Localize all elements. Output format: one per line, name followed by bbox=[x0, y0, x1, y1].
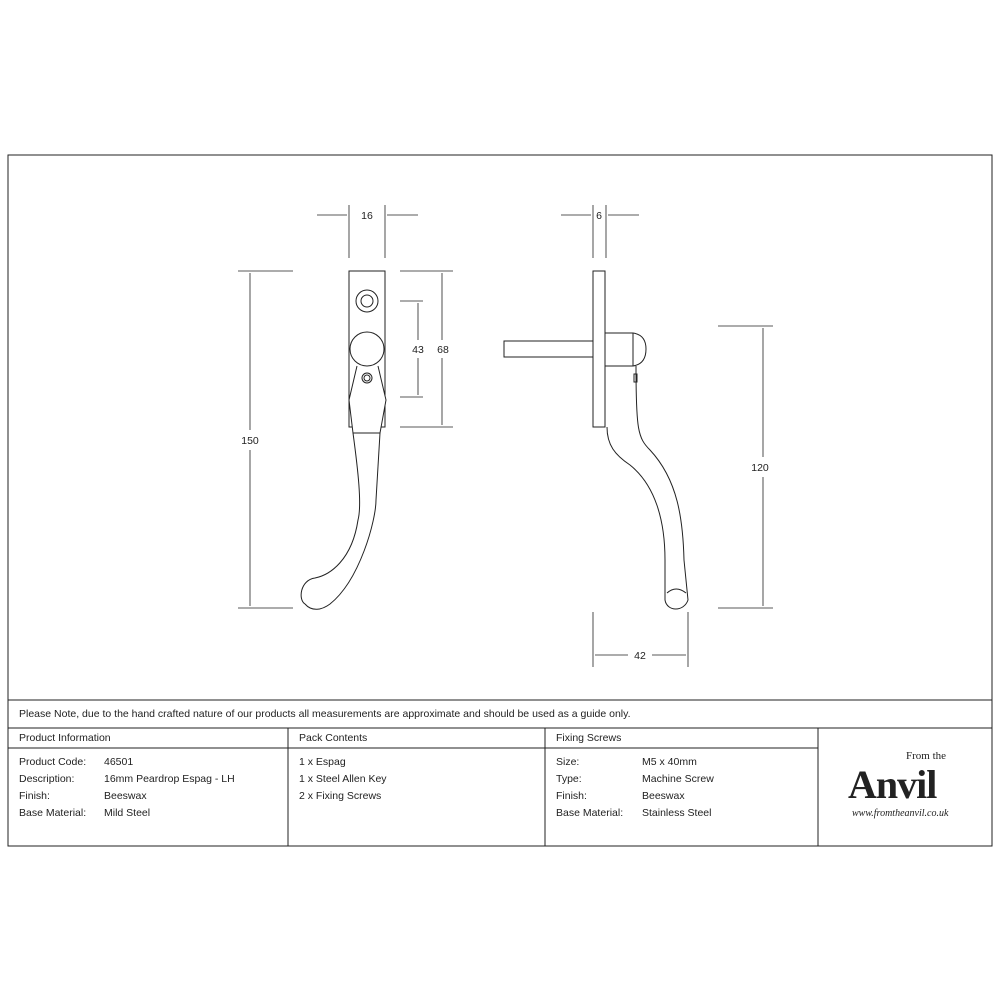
label: Description: bbox=[19, 773, 75, 785]
dimension-labels: 16 150 43 68 6 120 42 bbox=[241, 210, 769, 662]
product-info-header: Product Information bbox=[19, 732, 111, 744]
value: Mild Steel bbox=[104, 807, 151, 819]
dim-150: 150 bbox=[241, 435, 259, 447]
dim-16: 16 bbox=[361, 210, 373, 222]
value: 16mm Peardrop Espag - LH bbox=[104, 773, 235, 785]
pack-item: 1 x Steel Allen Key bbox=[299, 773, 387, 785]
pack-item: 1 x Espag bbox=[299, 756, 346, 768]
frame bbox=[7, 154, 993, 847]
label: Size: bbox=[556, 756, 580, 768]
disclaimer-note: Please Note, due to the hand crafted nat… bbox=[19, 708, 631, 720]
dim-68: 68 bbox=[437, 344, 449, 356]
label: Type: bbox=[556, 773, 582, 785]
value: Beeswax bbox=[104, 790, 147, 802]
fixing-screws-header: Fixing Screws bbox=[556, 732, 622, 744]
value: 46501 bbox=[104, 756, 134, 768]
pack-contents-header: Pack Contents bbox=[299, 732, 368, 744]
logo-url-text: www.fromtheanvil.co.uk bbox=[852, 808, 949, 819]
logo-brand-text: Anvil bbox=[848, 762, 937, 807]
front-view bbox=[300, 270, 387, 610]
label: Base Material: bbox=[19, 807, 87, 819]
value: M5 x 40mm bbox=[642, 756, 697, 768]
logo-from-text: From the bbox=[906, 750, 947, 762]
dimension-lines bbox=[238, 205, 773, 667]
side-view bbox=[503, 270, 689, 610]
dim-43: 43 bbox=[412, 344, 424, 356]
pack-item: 2 x Fixing Screws bbox=[299, 790, 382, 802]
label: Finish: bbox=[556, 790, 587, 802]
value: Machine Screw bbox=[642, 773, 714, 785]
dim-120: 120 bbox=[751, 462, 769, 474]
label: Product Code: bbox=[19, 756, 87, 768]
dim-6: 6 bbox=[596, 210, 602, 222]
dim-42: 42 bbox=[634, 650, 646, 662]
value: Stainless Steel bbox=[642, 807, 712, 819]
label: Base Material: bbox=[556, 807, 624, 819]
value: Beeswax bbox=[642, 790, 685, 802]
label: Finish: bbox=[19, 790, 50, 802]
